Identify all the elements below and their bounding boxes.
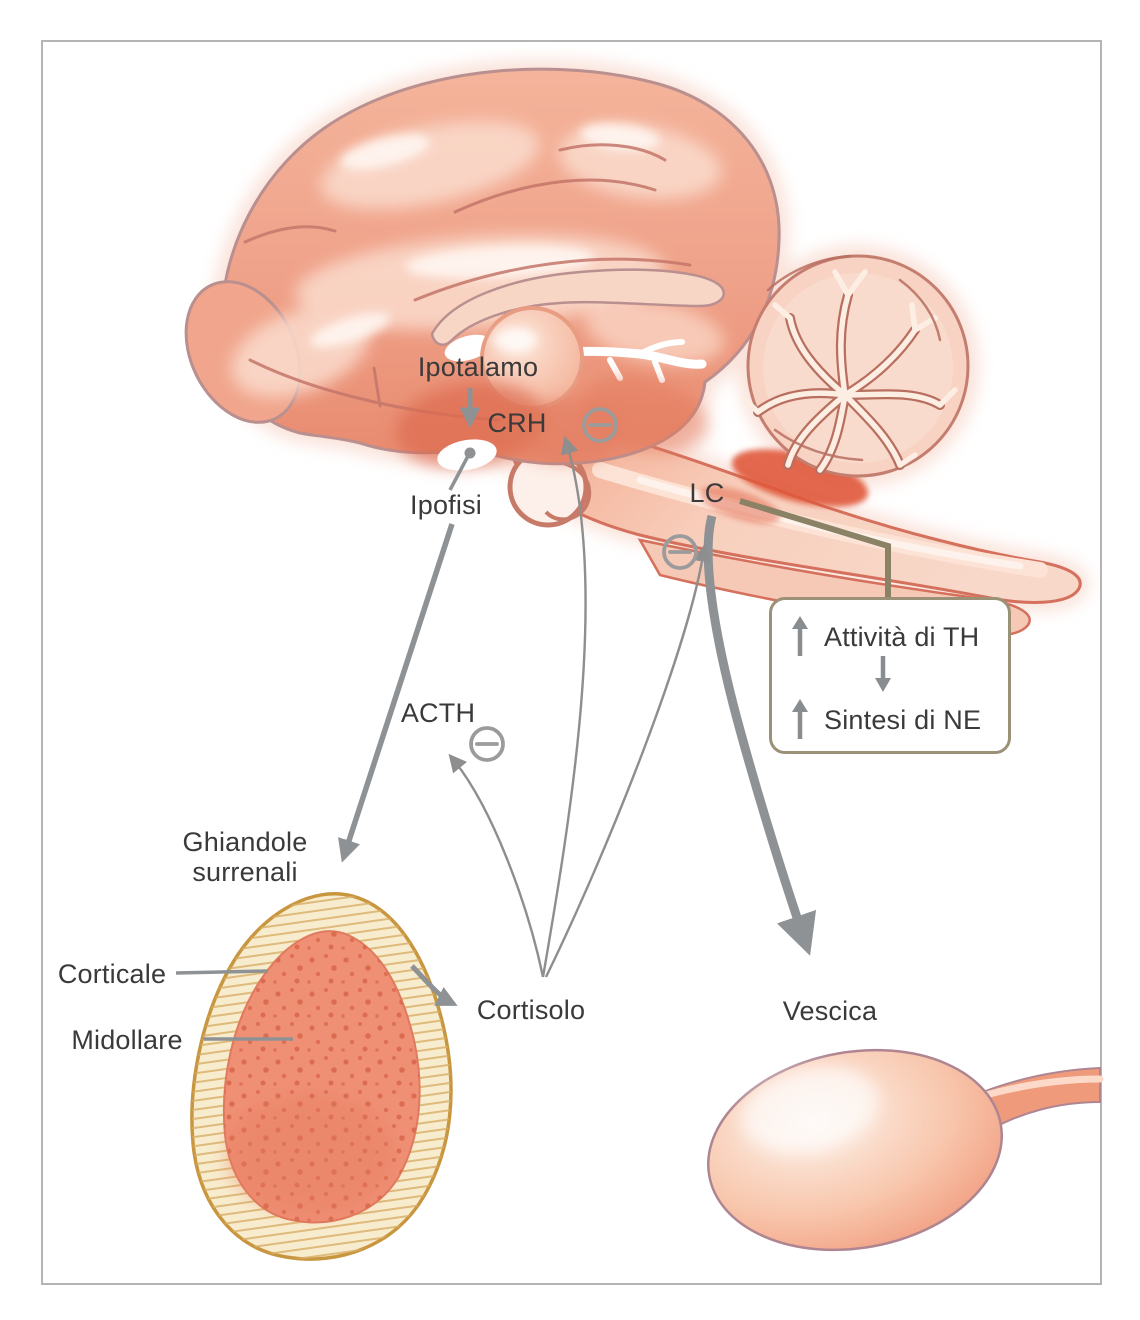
- bladder: [707, 1048, 1104, 1252]
- label-ghiandole-surrenali: Ghiandole surrenali: [182, 826, 308, 887]
- label-crh: CRH: [487, 407, 547, 438]
- pathway-arrows: [338, 388, 817, 1006]
- label-midollare: Midollare: [71, 1024, 183, 1055]
- figure-border-frame: [41, 40, 1102, 1285]
- up-arrow-icon: [792, 616, 808, 656]
- corpus-callosum: [430, 268, 725, 346]
- adrenal-gland: [190, 892, 453, 1261]
- locus-coeruleus-region: [731, 449, 869, 507]
- leader-lines: [175, 969, 293, 1041]
- adrenal-to-cortisolo-arrow: [410, 964, 458, 1006]
- hypothalamus-region: [395, 376, 709, 468]
- ipofisi-to-adrenal-arrow: [338, 523, 455, 863]
- label-acth: ACTH: [400, 697, 476, 728]
- cerebellum: [742, 254, 970, 478]
- callout-line1: Attività di TH: [824, 621, 980, 652]
- callout-line2: Sintesi di NE: [824, 704, 982, 735]
- cerebrum: [184, 67, 781, 468]
- minus-icon-lc: [662, 534, 698, 570]
- down-arrow-icon: [875, 656, 891, 692]
- label-lc: LC: [689, 477, 725, 508]
- callout-row-th: Attività di TH: [789, 614, 979, 660]
- label-cortisolo: Cortisolo: [476, 994, 586, 1025]
- minus-icon-acth: [469, 726, 505, 762]
- label-ipotalamo: Ipotalamo: [417, 351, 539, 382]
- minus-icon-crh: [582, 407, 618, 443]
- label-corticale: Corticale: [57, 958, 167, 989]
- cortisolo-to-acth-feedback: [448, 753, 545, 978]
- lc-to-vescica-arrow: [703, 514, 817, 956]
- label-ipofisi: Ipofisi: [410, 489, 482, 520]
- lc-to-box-connector: [739, 498, 891, 597]
- th-ne-callout-box: Attività di TH Sintesi di NE: [769, 597, 1011, 754]
- cortisolo-to-crh-feedback: [541, 435, 587, 978]
- corticale-leader: [175, 969, 269, 975]
- pituitary-marker: [437, 439, 497, 491]
- label-vescica: Vescica: [782, 995, 878, 1026]
- up-arrow-icon: [792, 699, 808, 739]
- callout-row-ne: Sintesi di NE: [789, 697, 981, 743]
- cortisolo-to-lc-feedback: [544, 543, 712, 978]
- feedback-curves: [448, 435, 712, 978]
